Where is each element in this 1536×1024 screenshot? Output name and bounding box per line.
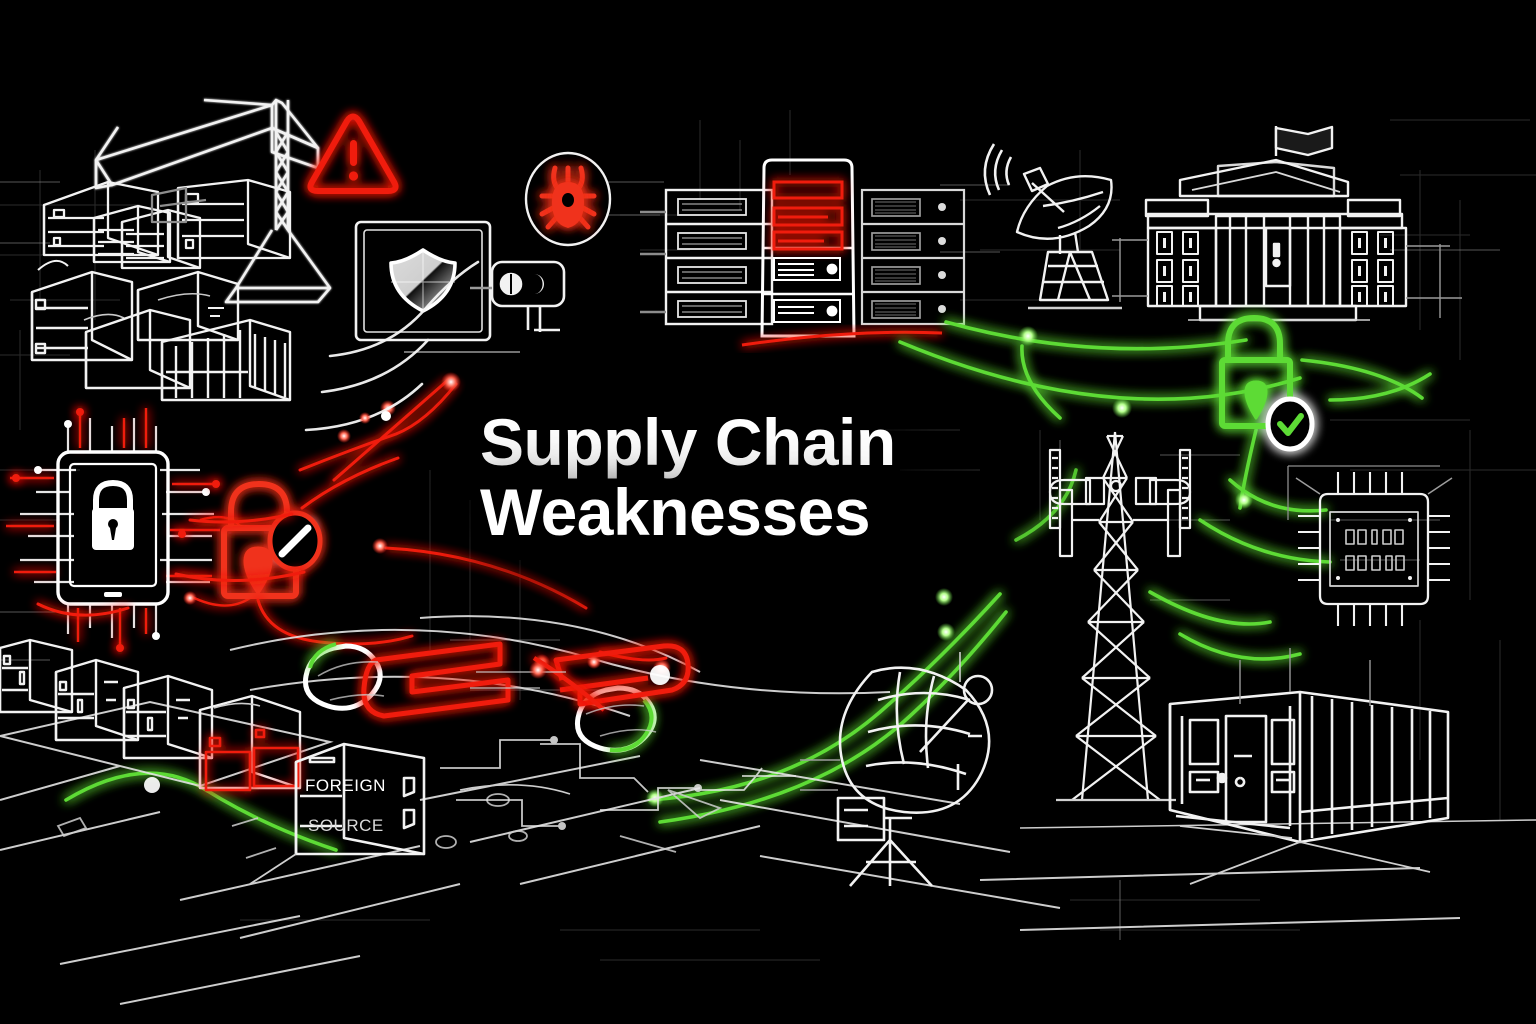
white-network-paths [304,260,480,432]
white-network-nodes [359,411,391,424]
cell-tower-icon [1048,431,1192,802]
container-stack-lower-icon [30,259,292,402]
bug-icon [524,151,612,247]
scanner-icon [404,260,566,353]
shield-panel [354,220,492,342]
ground-details [56,789,723,859]
padlock-check-icon [1219,315,1315,452]
server-rack-right [860,188,966,326]
title-backdrop [418,360,982,624]
secure-network-nodes [144,326,1312,807]
warning-triangle-icon [307,113,399,194]
radar-dish-icon [983,143,1122,310]
microchip-icon [1287,465,1453,626]
container-stack-icon [42,178,292,270]
satellite-dish-icon [800,652,994,887]
government-building-icon [1112,125,1462,322]
padlock-blocked-icon [221,481,323,599]
secure-network-paths [64,320,1432,852]
server-rack-icon [640,188,774,326]
broken-chain-icon [302,641,691,753]
crate-row [0,638,302,792]
server-rack-center-compromised [760,158,856,338]
ground-plane [0,615,1536,1005]
lock-icon [92,479,134,550]
circuit-traces [440,736,796,830]
labelled-box-icon [249,742,426,885]
container-building-icon [1168,648,1450,885]
